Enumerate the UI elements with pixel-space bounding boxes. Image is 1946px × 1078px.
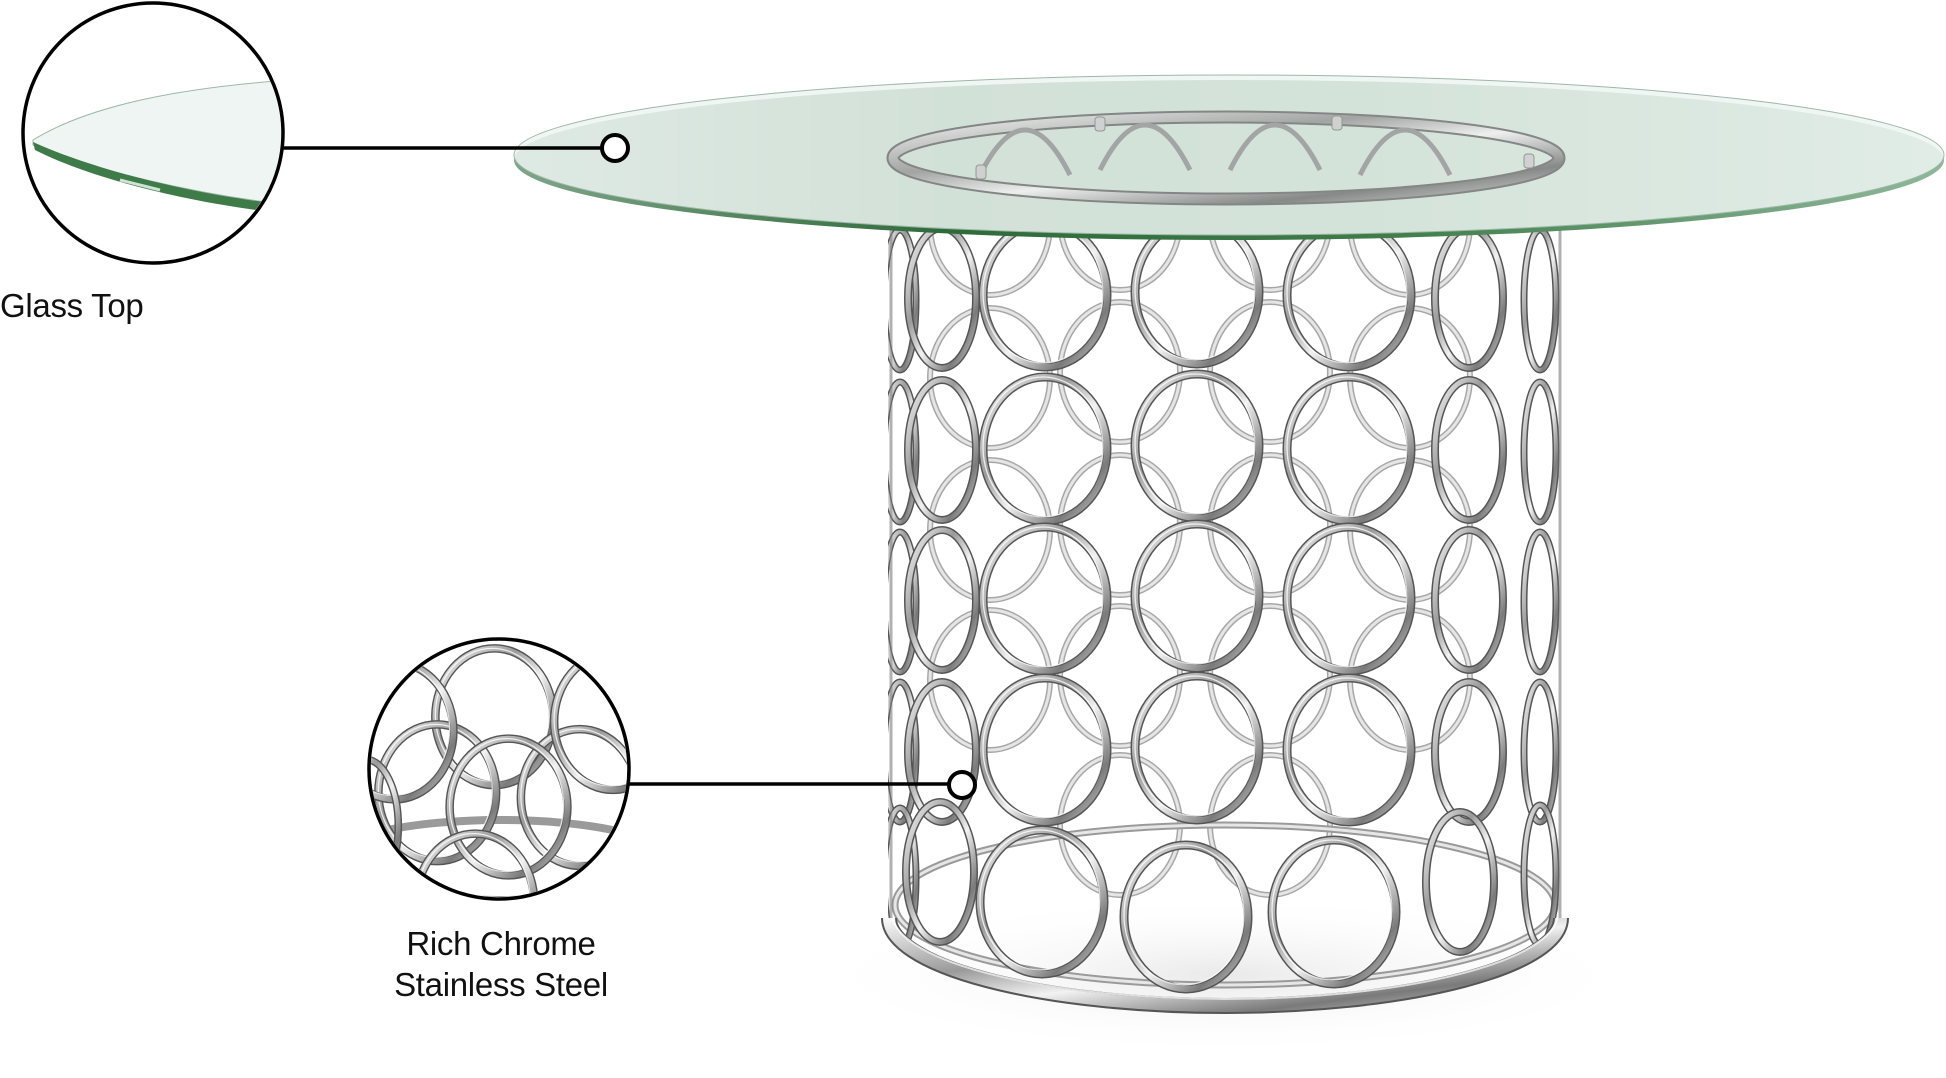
callout-label-rich-chrome: Rich Chrome Stainless Steel [371, 923, 631, 1005]
chrome-zoom-detail [371, 641, 627, 897]
glass-zoom-detail [25, 5, 281, 261]
callout-glass-top [21, 1, 630, 265]
base-ring [881, 912, 1569, 1014]
callout-rich-chrome [367, 637, 977, 901]
top-support-ring [886, 110, 1566, 206]
glass-top [513, 74, 1945, 240]
zoom-circle [21, 1, 285, 265]
callout-label-line-1: Rich Chrome [406, 925, 596, 962]
anchor-dot [947, 770, 977, 800]
chrome-ring-pedestal [884, 150, 1556, 989]
anchor-dot [600, 133, 630, 163]
callout-label-glass-top: Glass Top [0, 287, 144, 324]
callout-label-line-2: Stainless Steel [394, 966, 608, 1003]
zoom-circle [367, 637, 631, 901]
